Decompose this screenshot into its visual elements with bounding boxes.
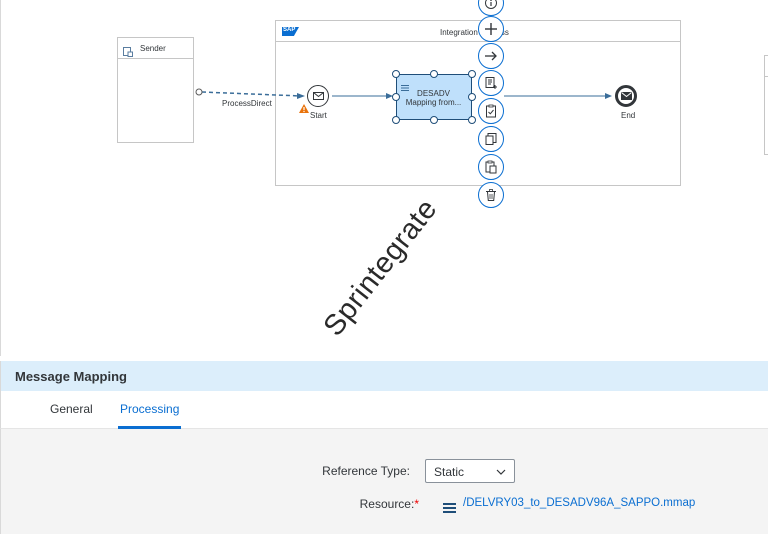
resource-list-icon (443, 500, 456, 513)
add-icon[interactable] (478, 16, 504, 42)
mapping-step-title: DESADV (417, 89, 450, 98)
reference-type-label: Reference Type: (322, 464, 410, 478)
diagram-canvas[interactable]: Sender SAP Integration Process ProcessDi… (0, 0, 768, 356)
end-label: End (621, 111, 636, 120)
connections (195, 88, 612, 99)
delete-icon[interactable] (478, 182, 504, 208)
envelope-icon (312, 92, 324, 100)
resource-label: Resource:* (359, 497, 419, 511)
sender-icon (123, 44, 133, 57)
arrow-right-icon[interactable] (478, 43, 504, 69)
resize-handle[interactable] (392, 116, 400, 124)
sender-label: Sender (140, 44, 166, 53)
resource-link[interactable]: /DELVRY03_to_DESADV96A_SAPPO.mmap (463, 497, 696, 509)
reference-type-value: Static (434, 465, 465, 479)
mapping-step[interactable]: DESADV Mapping from... (396, 74, 472, 120)
resize-handle[interactable] (392, 93, 400, 101)
resize-handle[interactable] (430, 70, 438, 78)
resize-handle[interactable] (468, 116, 476, 124)
properties-content (0, 429, 768, 534)
chevron-down-icon (496, 469, 506, 475)
properties-tabbar: General Processing (0, 391, 768, 429)
envelope-filled-icon (620, 92, 632, 100)
clipboard-check-icon[interactable] (478, 98, 504, 124)
mapping-icon (401, 79, 409, 91)
end-event[interactable] (615, 85, 637, 107)
start-label: Start (310, 111, 327, 120)
required-marker: * (414, 497, 419, 511)
sender-participant[interactable]: Sender (117, 37, 194, 143)
active-tab-indicator (118, 426, 181, 429)
resize-handle[interactable] (392, 70, 400, 78)
connection-label: ProcessDirect (222, 99, 272, 108)
tab-processing[interactable]: Processing (120, 402, 180, 416)
integration-process-title: Integration Process (440, 28, 509, 37)
resize-handle[interactable] (468, 70, 476, 78)
paste-icon[interactable] (478, 154, 504, 180)
info-icon[interactable] (478, 0, 504, 16)
tab-general[interactable]: General (50, 402, 93, 416)
watermark: Sprintegrate (317, 193, 444, 343)
integration-process-pool[interactable]: SAP Integration Process (275, 20, 681, 186)
panel-title: Message Mapping (15, 369, 127, 384)
warning-icon[interactable] (299, 100, 309, 113)
reference-type-select[interactable]: Static (425, 459, 515, 483)
resize-handle[interactable] (430, 116, 438, 124)
list-add-icon[interactable] (478, 70, 504, 96)
properties-panel-header: Message Mapping (0, 361, 768, 391)
start-event[interactable] (307, 85, 329, 107)
receiver-participant[interactable] (764, 55, 768, 155)
copy-icon[interactable] (478, 126, 504, 152)
sap-logo: SAP (282, 27, 299, 36)
mapping-step-subtitle: Mapping from... (405, 98, 462, 107)
resize-handle[interactable] (468, 93, 476, 101)
